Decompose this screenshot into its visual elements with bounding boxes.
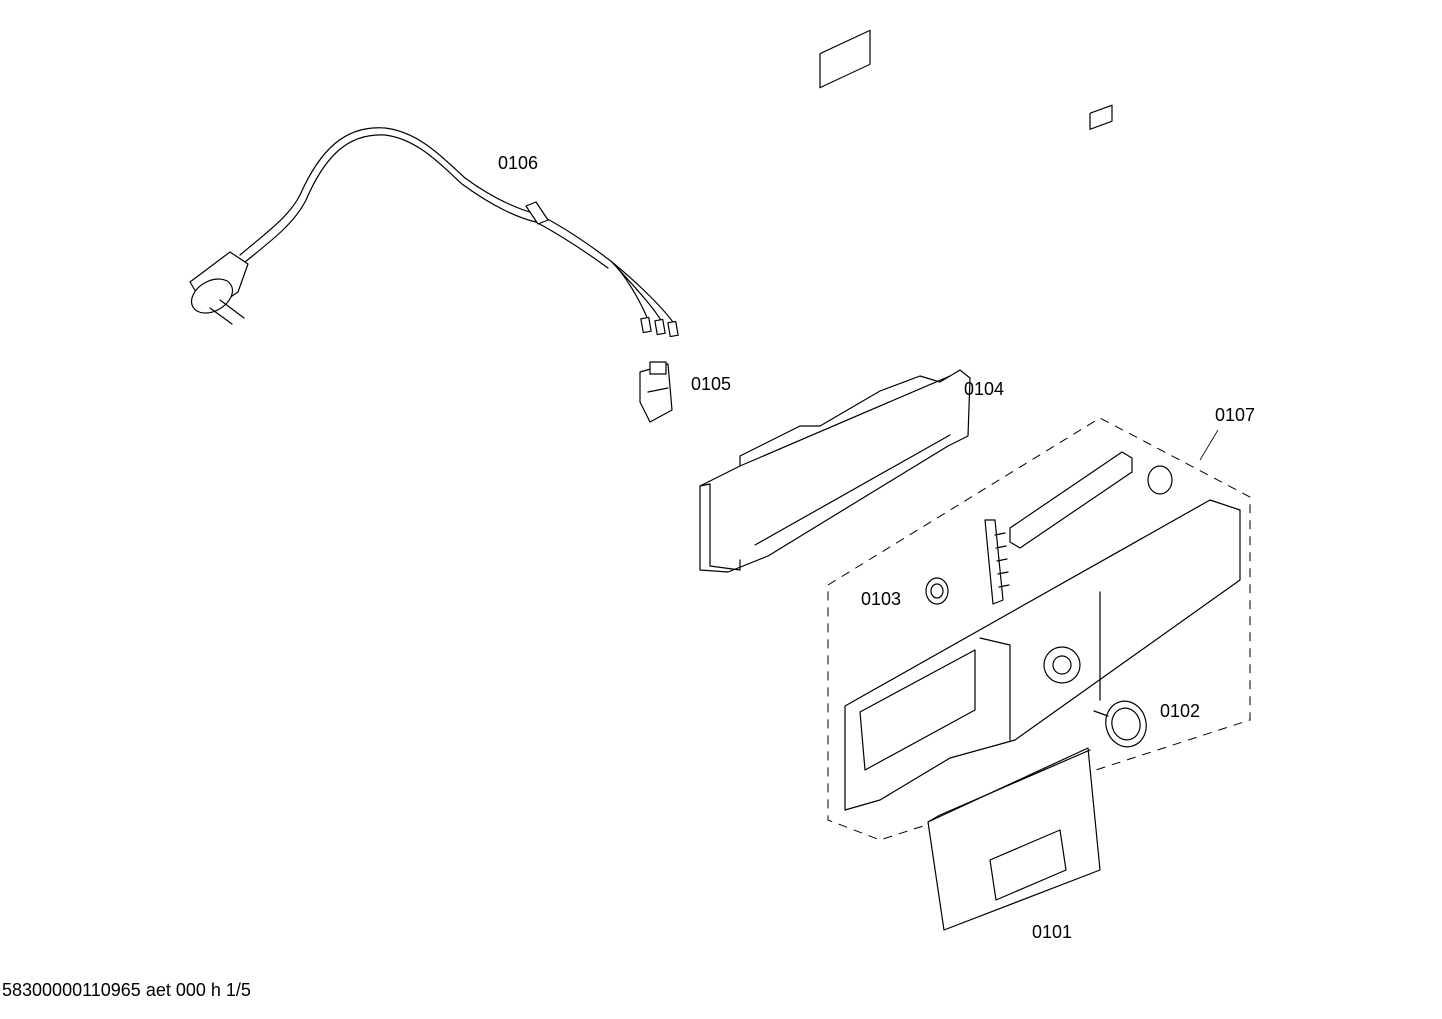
assembly-boundary-0107: [827, 417, 1251, 841]
button-comb: [984, 519, 1010, 605]
part-label-0104: 0104: [964, 379, 1004, 399]
control-module-housing-0104: [699, 29, 971, 573]
power-cord-0106: [189, 127, 679, 338]
part-label-0103: 0103: [861, 589, 901, 609]
part-label-0105: 0105: [691, 374, 731, 394]
part-label-0101: 0101: [1032, 922, 1072, 942]
knob-0103: [925, 577, 949, 605]
part-label-0102: 0102: [1160, 701, 1200, 721]
drawer-handle-0101: [927, 747, 1101, 931]
control-panel-fascia: [844, 499, 1241, 811]
light-guide-rail: [1009, 104, 1173, 549]
switch-0105: [639, 361, 673, 423]
part-label-0107: 0107: [1215, 405, 1255, 425]
drawing-reference-number: 58300000110965 aet 000 h 1/5: [2, 980, 251, 1000]
part-label-0106: 0106: [498, 153, 538, 173]
knob-0102: [1093, 700, 1147, 748]
